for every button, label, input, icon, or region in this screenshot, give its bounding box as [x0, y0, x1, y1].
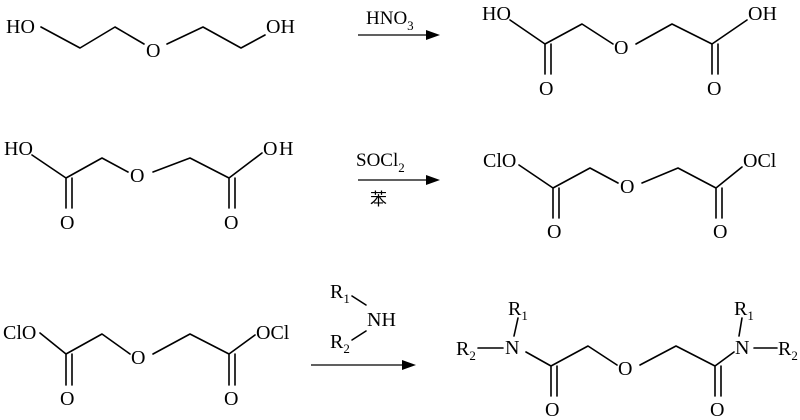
diethylene-glycol-structure: HO O OH	[6, 16, 295, 62]
diglycolic-acid-reactant-structure: HO O O H O O	[4, 138, 293, 234]
chloride-right-label: OCl	[743, 150, 777, 172]
amine-nh-label: NH	[367, 309, 396, 331]
reactant-carbonyl-oxygen-left: O	[60, 212, 74, 234]
amide-r1-left: R1	[508, 298, 528, 323]
arrow-head-2	[426, 175, 440, 185]
amine-r2-label: R2	[330, 331, 350, 356]
reactant-chloride-ether-oxygen: O	[131, 347, 145, 369]
reactant-chloride-carbonyl-left: O	[60, 388, 74, 410]
amide-ether-oxygen: O	[618, 358, 632, 380]
reactant-carbonyl-oxygen-right: O	[224, 212, 238, 234]
diglycolamide-bonds	[477, 317, 778, 397]
ether-oxygen-label: O	[146, 40, 160, 62]
solvent-benzene-label: 苯	[370, 190, 387, 210]
diacyl-chloride-reactant-bonds	[39, 332, 256, 386]
diacyl-chloride-bonds	[518, 164, 743, 219]
diacyl-chloride-structure: ClO O OCl O O	[483, 150, 777, 243]
amide-r2-right: R2	[778, 338, 798, 363]
reagent-hno3: HNO3	[366, 8, 414, 33]
reactant-chloride-right: OCl	[256, 322, 290, 344]
amide-carbonyl-oxygen-right: O	[710, 399, 724, 420]
acid-hydroxyl-left: HO	[482, 3, 511, 25]
amide-r1-right: R1	[734, 298, 754, 323]
reaction-arrow-2: SOCl2 苯	[356, 150, 440, 210]
amine-r1-label: R1	[330, 281, 350, 306]
reaction-1: HO O OH HNO3 HO O OH O O	[6, 3, 777, 100]
reactant-chloride-left: ClO	[3, 322, 36, 344]
amide-nitrogen-left: N	[505, 337, 519, 359]
acid-hydroxyl-right: OH	[748, 3, 777, 25]
reaction-3: ClO O OCl O O R1 NH R2 R2 N R1 O N R1	[3, 281, 798, 420]
diglycolic-acid-bonds	[509, 19, 748, 75]
diacyl-chloride-reactant-structure: ClO O OCl O O	[3, 322, 290, 410]
reagent-socl2: SOCl2	[356, 150, 405, 175]
reaction-2: HO O O H O O SOCl2 苯 ClO O OCl O O	[4, 138, 777, 243]
carbonyl-oxygen-left: O	[539, 78, 553, 100]
amide-carbonyl-oxygen-left: O	[545, 399, 559, 420]
diethylene-glycol-bonds	[40, 26, 266, 49]
diglycolic-acid-structure: HO O OH O O	[482, 3, 777, 100]
hydroxyl-left-label: HO	[6, 16, 35, 38]
reactant-oxygen-right: O	[263, 138, 277, 160]
amine-bonds	[351, 295, 367, 341]
chloride-carbonyl-oxygen-right: O	[713, 221, 727, 243]
chloride-carbonyl-oxygen-left: O	[547, 221, 561, 243]
amide-r2-left: R2	[456, 338, 476, 363]
acid-ether-oxygen: O	[614, 37, 628, 59]
carbonyl-oxygen-right: O	[707, 78, 721, 100]
chloride-ether-oxygen: O	[620, 176, 634, 198]
reactant-chloride-carbonyl-right: O	[224, 388, 238, 410]
reaction-arrow-1: HNO3	[358, 8, 440, 40]
reaction-arrow-3: R1 NH R2	[311, 281, 416, 370]
arrow-head-3	[402, 360, 416, 370]
reactant-hydrogen-right: H	[279, 138, 293, 160]
reactant-hydroxyl-left: HO	[4, 138, 33, 160]
hydroxyl-right-label: OH	[266, 16, 295, 38]
diglycolamide-structure: R2 N R1 O N R1 R2 O O	[456, 298, 798, 420]
reactant-ether-oxygen: O	[130, 165, 144, 187]
arrow-head-1	[426, 30, 440, 40]
secondary-amine-reagent: R1 NH R2	[330, 281, 396, 356]
chloride-left-label: ClO	[483, 150, 516, 172]
amide-nitrogen-right: N	[735, 337, 749, 359]
diglycolic-acid-reactant-bonds	[31, 152, 263, 209]
